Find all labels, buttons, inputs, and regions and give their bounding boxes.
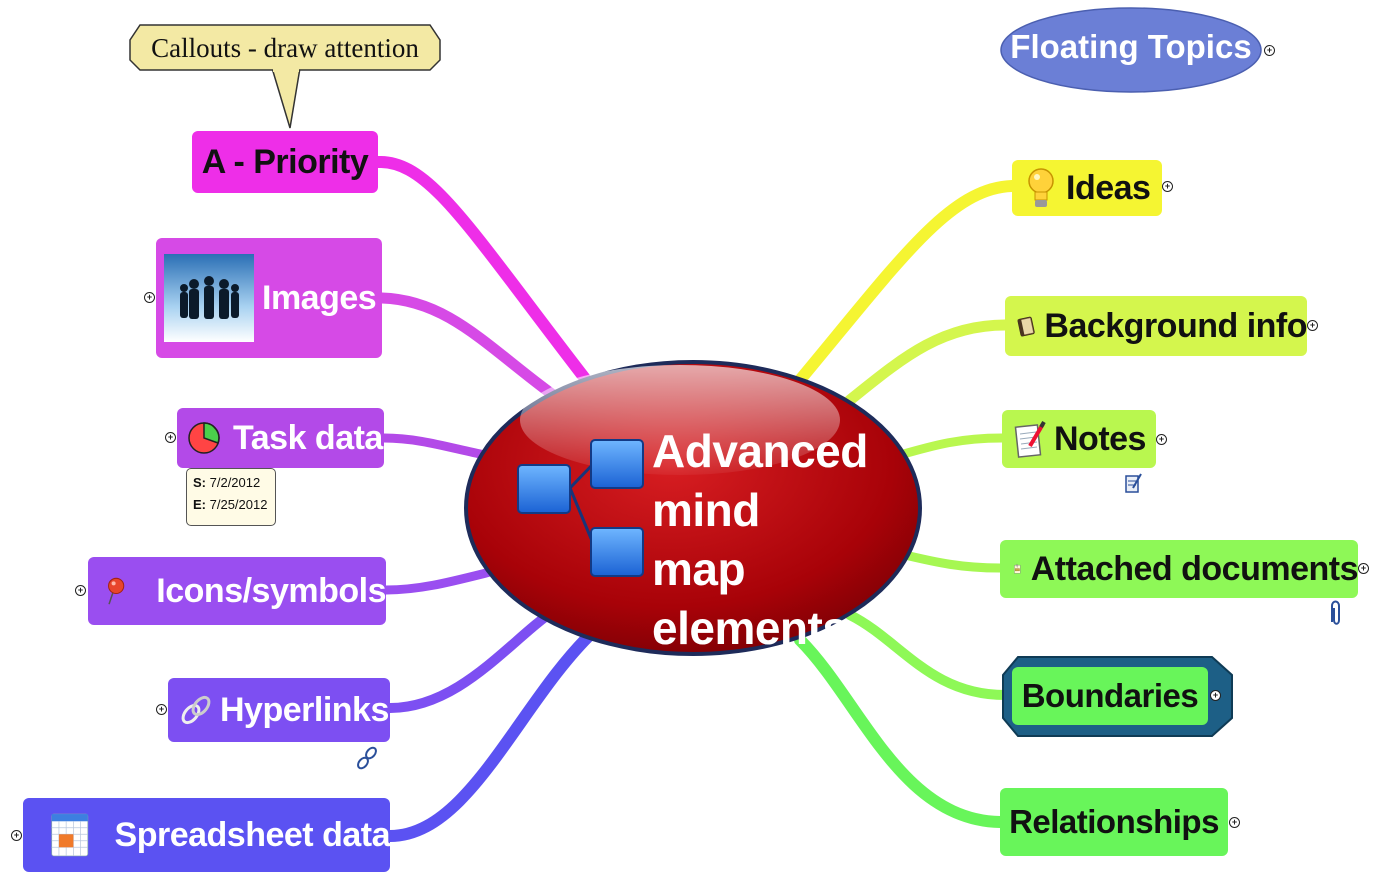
- branch-task: [379, 433, 490, 460]
- branch-attached: [900, 550, 1005, 573]
- topic-spreadsheet-data-label: Spreadsheet data: [114, 815, 391, 854]
- central-line-3: elements: [652, 602, 848, 654]
- task-end-date: 7/25/2012: [209, 497, 268, 512]
- callout-bubble: [129, 24, 441, 71]
- attachment-clip-icon[interactable]: [1331, 600, 1340, 625]
- floating-topic-ellipse: [1000, 7, 1262, 93]
- people-photo-image: [164, 254, 254, 342]
- pushpin-icon: [108, 577, 125, 605]
- topic-images-label: Images: [262, 278, 377, 317]
- spreadsheet-expand-icon[interactable]: +: [11, 830, 22, 841]
- topic-task-data[interactable]: Task data: [177, 408, 384, 468]
- central-line-1: Advanced: [652, 425, 868, 477]
- task-end-prefix: E:: [193, 497, 206, 512]
- topic-background-info[interactable]: Background info: [1005, 296, 1307, 356]
- boundaries-expand-icon[interactable]: +: [1210, 690, 1221, 701]
- topic-icons-symbols-label: Icons/symbols: [156, 571, 386, 610]
- relationships-expand-icon[interactable]: +: [1229, 817, 1240, 828]
- icons-symbols-expand-icon[interactable]: +: [75, 585, 86, 596]
- branch-priority: [372, 155, 596, 391]
- book-icon: [1017, 316, 1035, 337]
- floating-topic-label[interactable]: Floating Topics: [1010, 28, 1252, 65]
- topic-hyperlinks[interactable]: Hyperlinks: [168, 678, 390, 742]
- document-clip-icon: [1014, 563, 1021, 574]
- pie-progress-icon: [188, 422, 220, 454]
- hyperlinks-expand-icon[interactable]: +: [156, 704, 167, 715]
- topic-background-info-label: Background info: [1044, 306, 1307, 345]
- topic-boundaries-label: Boundaries: [1021, 677, 1199, 714]
- branch-relationships: [794, 634, 1006, 828]
- topic-a-priority[interactable]: A - Priority: [192, 131, 378, 193]
- callout-label[interactable]: Callouts - draw attention: [151, 32, 419, 63]
- topic-boundaries[interactable]: Boundaries: [1012, 667, 1208, 725]
- branch-ideas: [794, 180, 1018, 386]
- branch-spreadsheet: [384, 624, 601, 842]
- grid-calendar-icon: [51, 813, 89, 857]
- note-indicator-icon[interactable]: [1125, 473, 1142, 493]
- branch-notes: [895, 433, 1007, 460]
- branch-icons: [381, 567, 495, 595]
- task-data-expand-icon[interactable]: +: [165, 432, 176, 443]
- task-dates-box: S: 7/2/2012 E: 7/25/2012: [186, 468, 276, 526]
- topic-spreadsheet-data[interactable]: Spreadsheet data: [23, 798, 391, 872]
- hierarchy-icon: [517, 439, 644, 577]
- topic-notes[interactable]: Notes: [1002, 410, 1156, 468]
- topic-ideas[interactable]: Ideas: [1012, 160, 1162, 216]
- topic-task-data-label: Task data: [233, 418, 383, 457]
- notes-expand-icon[interactable]: +: [1156, 434, 1167, 445]
- branch-background: [844, 319, 1011, 406]
- topic-images[interactable]: Images: [156, 238, 382, 358]
- topic-icons-symbols[interactable]: Icons/symbols: [88, 557, 386, 625]
- topic-a-priority-label: A - Priority: [201, 142, 369, 181]
- branch-images: [376, 292, 566, 406]
- task-end-row: E: 7/25/2012: [193, 494, 269, 516]
- topic-attached-documents-label: Attached documents: [1030, 549, 1359, 588]
- attached-documents-expand-icon[interactable]: +: [1358, 563, 1369, 574]
- lightbulb-icon: [1028, 168, 1054, 207]
- chain-link-icon: [181, 695, 211, 725]
- topic-ideas-label: Ideas: [1066, 168, 1151, 207]
- topic-relationships[interactable]: Relationships: [1000, 788, 1228, 856]
- topic-notes-label: Notes: [1054, 419, 1146, 458]
- task-start-row: S: 7/2/2012: [193, 472, 269, 494]
- topic-attached-documents[interactable]: Attached documents: [1000, 540, 1359, 598]
- images-expand-icon[interactable]: +: [144, 292, 155, 303]
- topic-relationships-label: Relationships: [1009, 803, 1219, 840]
- task-start-date: 7/2/2012: [209, 475, 261, 490]
- ideas-expand-icon[interactable]: +: [1162, 181, 1173, 192]
- floating-topic-expand-icon[interactable]: +: [1264, 45, 1275, 56]
- central-topic-text[interactable]: Advanced mind map elements: [652, 422, 868, 658]
- background-info-expand-icon[interactable]: +: [1307, 320, 1318, 331]
- topic-hyperlinks-label: Hyperlinks: [220, 690, 389, 729]
- notepad-pencil-icon: [1014, 420, 1046, 458]
- task-start-prefix: S:: [193, 475, 206, 490]
- branch-hyperlinks: [385, 605, 560, 713]
- central-line-2: mind map: [652, 484, 760, 595]
- callout-pointer: [270, 67, 301, 129]
- branch-boundaries: [845, 610, 1010, 700]
- hyperlink-indicator-icon[interactable]: [356, 746, 378, 770]
